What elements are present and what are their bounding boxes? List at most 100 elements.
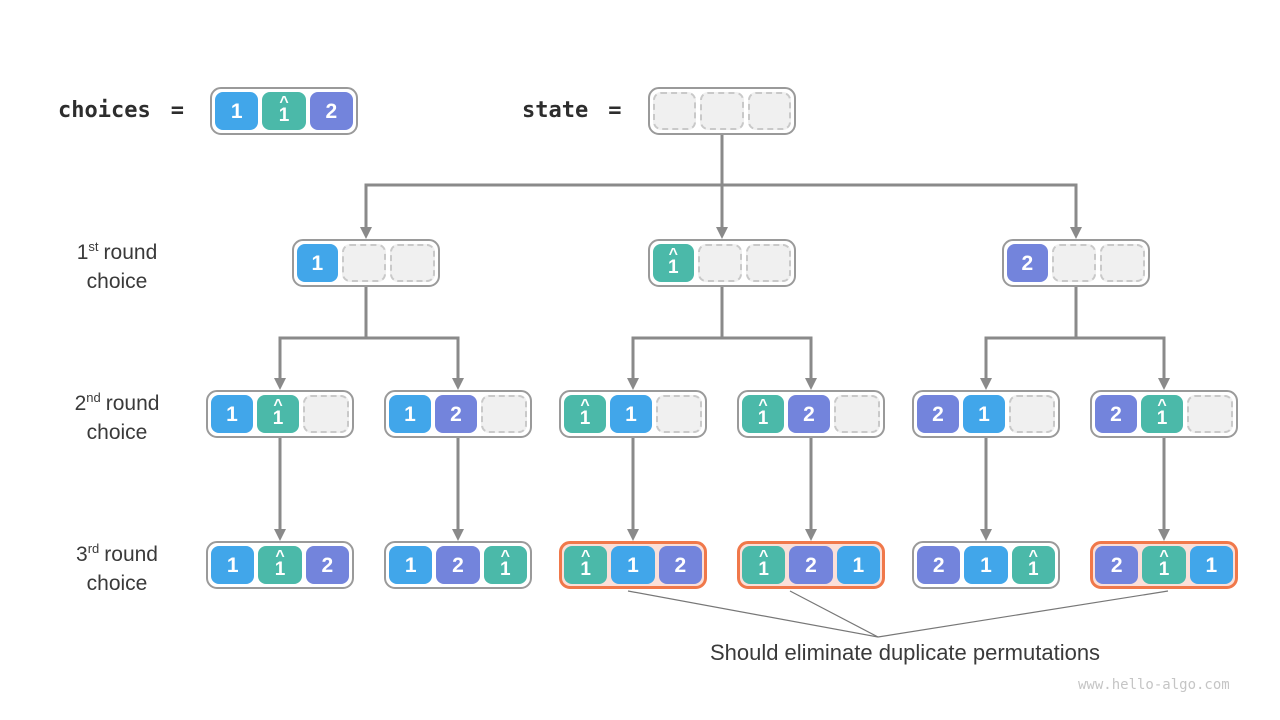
state-label: state = xyxy=(522,98,621,123)
empty-slot xyxy=(653,92,697,130)
element-cell-one_hat: ^1 xyxy=(1142,546,1186,584)
hat-mark: ^ xyxy=(275,548,285,565)
equals-sign: = xyxy=(608,98,622,123)
ordinal-suffix: nd xyxy=(86,390,101,405)
element-cell-one: 1 xyxy=(389,546,433,584)
element-cell-two: 2 xyxy=(1095,546,1139,584)
ordinal-suffix: rd xyxy=(87,541,100,556)
element-cell-one: 1 xyxy=(297,244,338,282)
cell-value: 1 xyxy=(272,408,284,429)
ordinal-suffix: st xyxy=(88,239,99,254)
node-r2-5: 2^1 xyxy=(1090,390,1238,438)
element-cell-two: 2 xyxy=(309,92,353,130)
cell-value: 1 xyxy=(1028,559,1039,580)
empty-slot xyxy=(1009,395,1055,433)
element-cell-one: 1 xyxy=(211,546,255,584)
element-cell-two: 2 xyxy=(435,395,477,433)
element-cell-one_hat: ^1 xyxy=(483,546,527,584)
empty-slot xyxy=(303,395,349,433)
element-cell-one: 1 xyxy=(215,92,259,130)
cell-value: 1 xyxy=(278,105,290,126)
empty-slot xyxy=(746,244,792,282)
row-number: 1 xyxy=(76,241,89,264)
equals-sign: = xyxy=(170,98,184,123)
hat-mark: ^ xyxy=(1159,548,1169,565)
state-box xyxy=(648,87,796,135)
empty-slot xyxy=(1187,395,1233,433)
node-r1-1: ^1 xyxy=(648,239,796,287)
node-r1-0: 1 xyxy=(292,239,440,287)
hat-mark: ^ xyxy=(1028,548,1038,565)
element-cell-two: 2 xyxy=(788,395,830,433)
element-cell-one_hat: ^1 xyxy=(258,546,302,584)
element-cell-two: 2 xyxy=(1007,244,1048,282)
empty-slot xyxy=(481,395,527,433)
element-cell-one: 1 xyxy=(963,395,1005,433)
element-cell-one: 1 xyxy=(389,395,431,433)
empty-slot xyxy=(1100,244,1146,282)
hat-mark: ^ xyxy=(668,246,678,263)
cell-value: 1 xyxy=(580,559,591,580)
hat-mark: ^ xyxy=(758,397,768,414)
element-cell-one_hat: ^1 xyxy=(653,244,694,282)
watermark: www.hello-algo.com xyxy=(1078,677,1230,693)
element-cell-one_hat: ^1 xyxy=(564,395,606,433)
element-cell-one_hat: ^1 xyxy=(742,395,784,433)
choices-word: choices xyxy=(58,98,151,123)
empty-slot xyxy=(1051,244,1097,282)
row-word: round xyxy=(105,392,160,415)
cell-value: 1 xyxy=(500,559,511,580)
element-cell-one: 1 xyxy=(610,395,652,433)
element-cell-one: 1 xyxy=(964,546,1008,584)
element-cell-one_hat: ^1 xyxy=(1141,395,1183,433)
empty-slot xyxy=(656,395,702,433)
cell-value: 1 xyxy=(757,408,769,429)
hat-mark: ^ xyxy=(758,548,769,565)
hat-mark: ^ xyxy=(500,548,510,565)
row-word2: choice xyxy=(86,270,148,293)
hat-mark: ^ xyxy=(580,548,591,565)
cell-value: 1 xyxy=(579,408,591,429)
element-cell-one: 1 xyxy=(211,395,253,433)
element-cell-two: 2 xyxy=(658,546,702,584)
cell-value: 1 xyxy=(1156,408,1168,429)
element-cell-two: 2 xyxy=(1095,395,1137,433)
row-number: 2 xyxy=(74,392,87,415)
element-cell-one: 1 xyxy=(1189,546,1233,584)
row-number: 3 xyxy=(76,543,88,566)
cell-value: 1 xyxy=(758,559,769,580)
element-cell-one_hat: ^1 xyxy=(564,546,608,584)
duplicate-permutations-note: Should eliminate duplicate permutations xyxy=(709,640,1101,665)
element-cell-two: 2 xyxy=(789,546,833,584)
element-cell-one_hat: ^1 xyxy=(262,92,306,130)
row-word: round xyxy=(103,241,158,264)
row-word2: choice xyxy=(86,421,148,444)
hat-mark: ^ xyxy=(273,397,283,414)
empty-slot xyxy=(697,244,743,282)
element-cell-one_hat: ^1 xyxy=(257,395,299,433)
hat-mark: ^ xyxy=(580,397,590,414)
element-cell-one: 1 xyxy=(836,546,880,584)
element-cell-two: 2 xyxy=(436,546,480,584)
hat-mark: ^ xyxy=(279,94,289,111)
state-word: state xyxy=(522,98,589,123)
empty-slot xyxy=(390,244,436,282)
empty-slot xyxy=(834,395,880,433)
cell-value: 1 xyxy=(274,559,286,580)
node-r2-0: 1^1 xyxy=(206,390,354,438)
row-word: round xyxy=(104,543,158,566)
choices-label: choices = xyxy=(58,98,184,123)
cell-value: 1 xyxy=(1158,559,1170,580)
